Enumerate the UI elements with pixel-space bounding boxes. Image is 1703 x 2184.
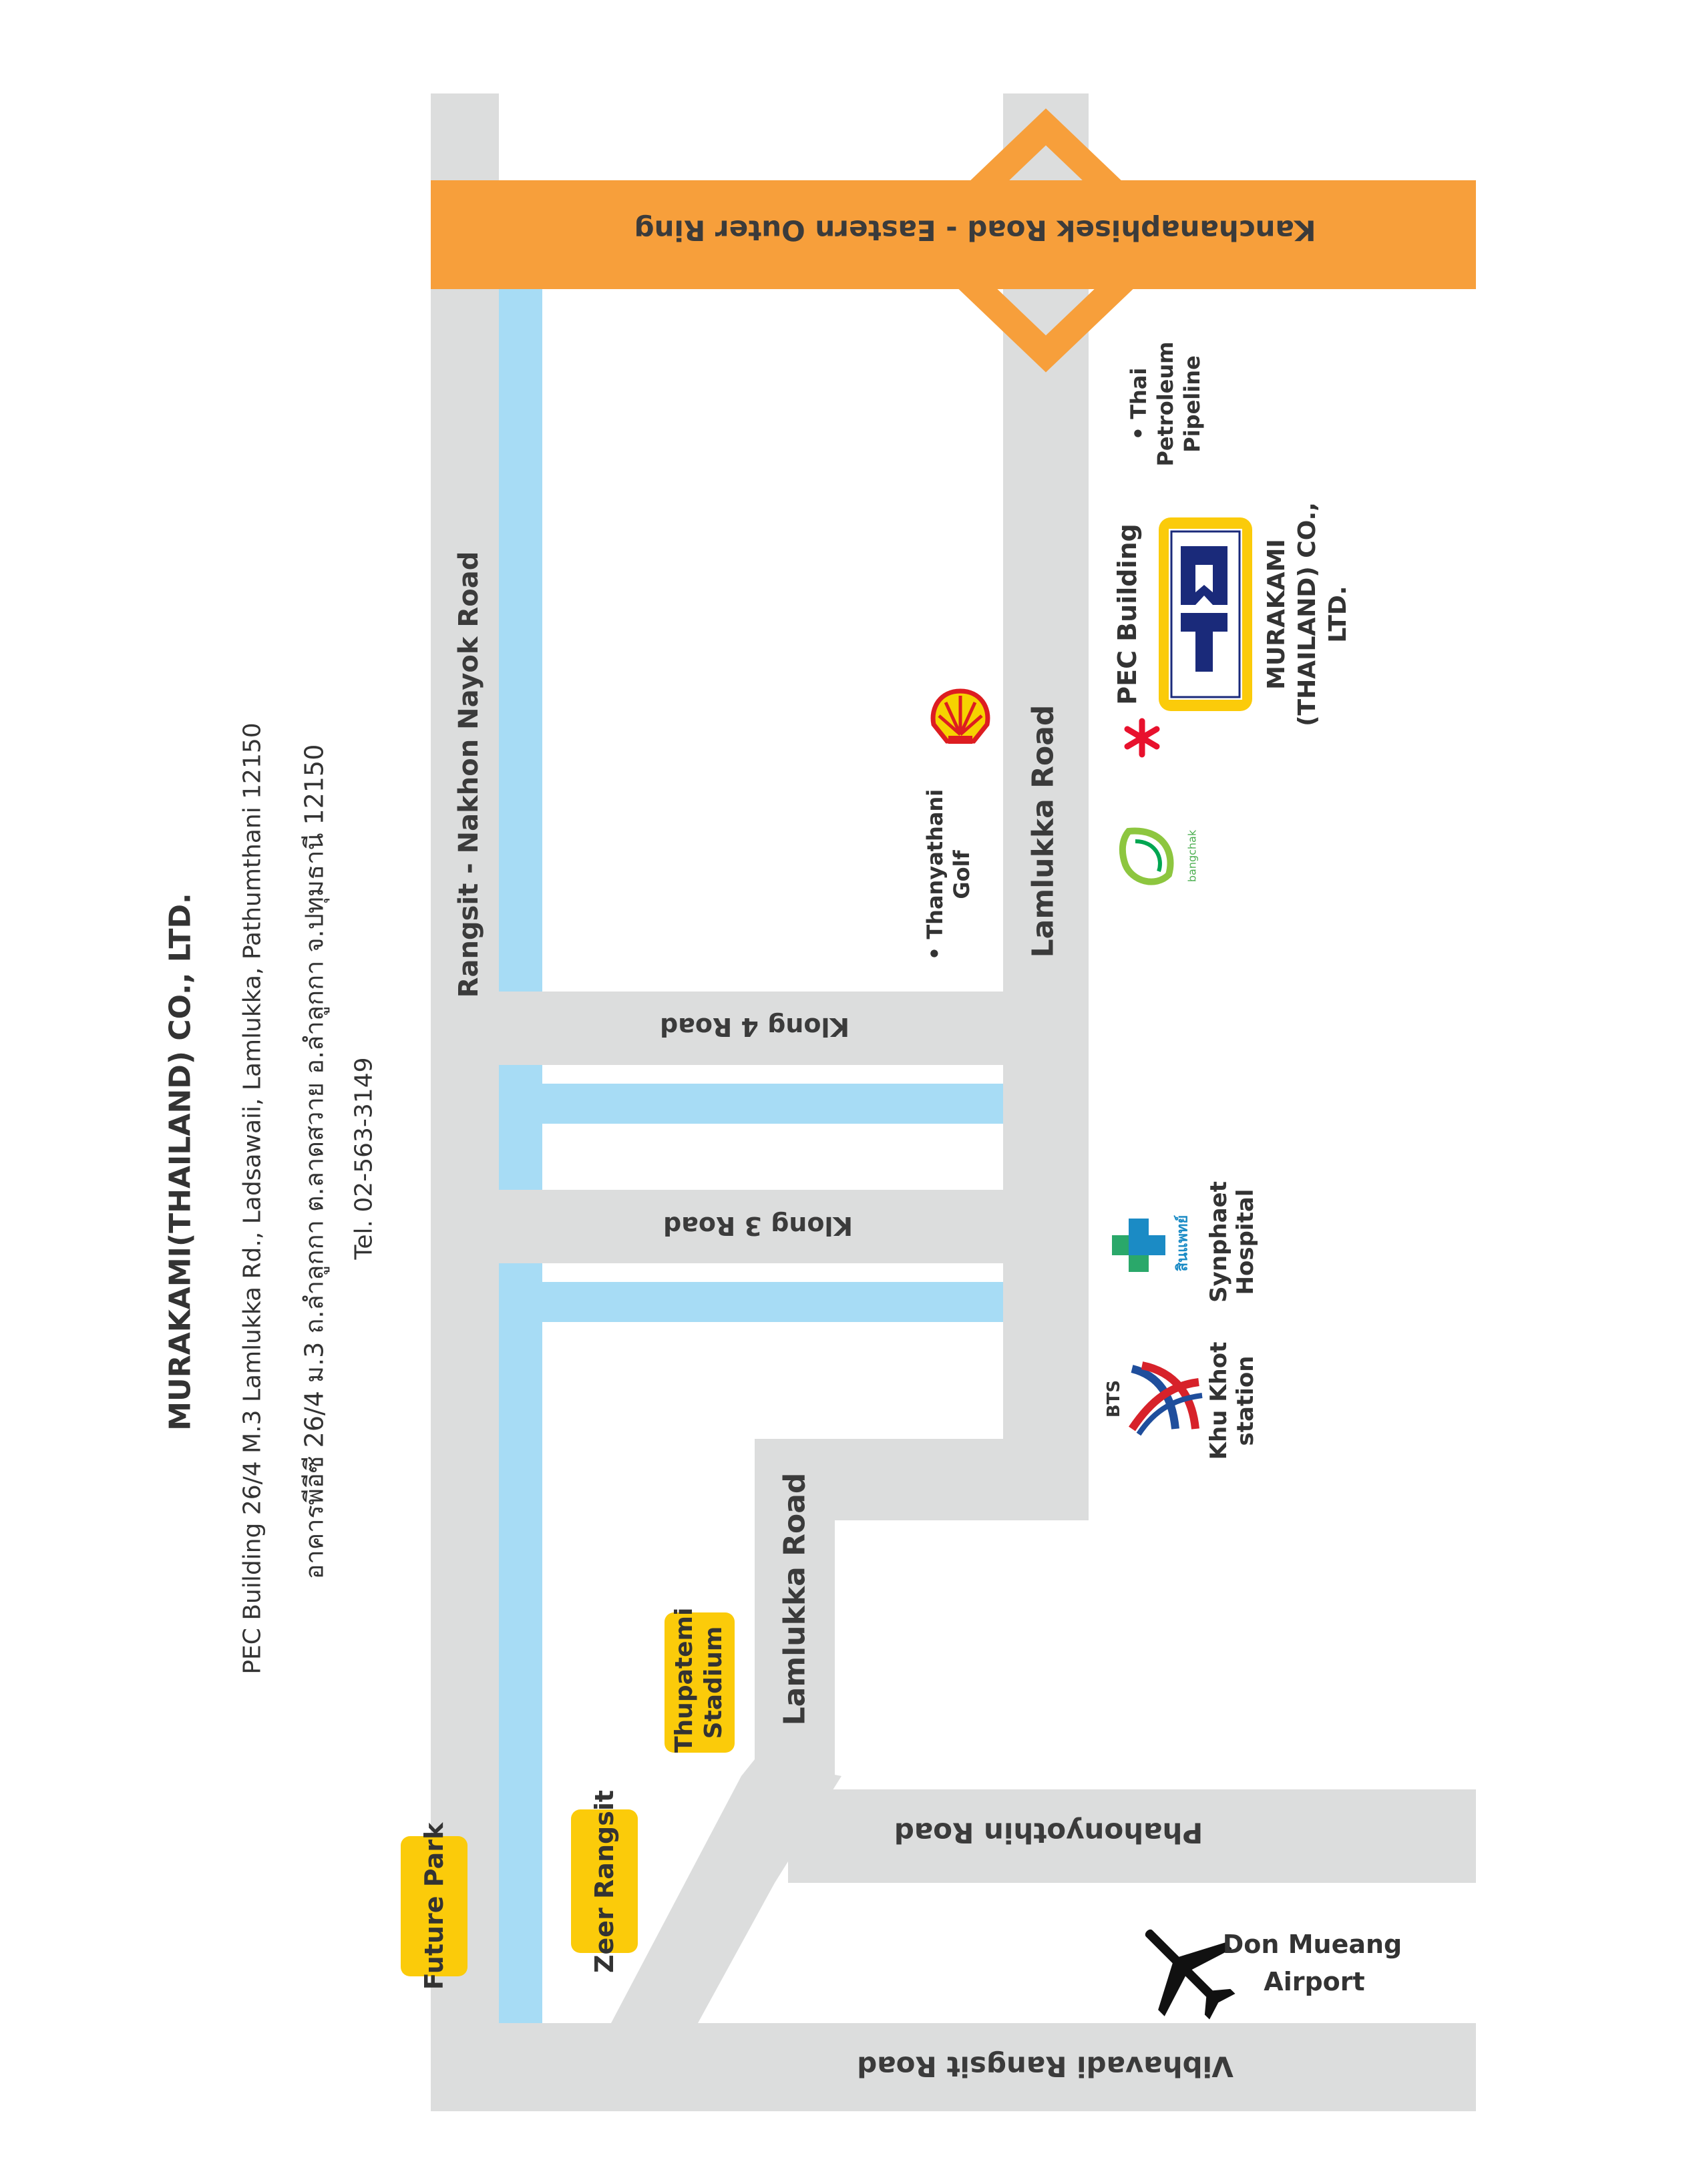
khu-khot-label: Khu Khot station <box>1205 1341 1259 1460</box>
canal-vertical-mid <box>499 1065 542 1190</box>
zeer-rangsit-tag <box>571 1809 638 1953</box>
thupatemi-tag <box>665 1612 735 1753</box>
phahonyothin-label: Phahonyothin Road <box>894 1816 1203 1849</box>
lamlukka-road-lower <box>755 1439 835 1776</box>
synphaet-thai-text: สินแพทย์ <box>1174 1215 1191 1272</box>
rangsit-road-label: Rangsit - Nakhon Nayok Road <box>453 551 484 998</box>
bts-logo-icon <box>1129 1361 1203 1436</box>
kanchanaphisek-road <box>431 180 1476 289</box>
canal-vertical-bottom <box>499 1263 542 2023</box>
thupatemi-label: Thupatemi Stadium <box>671 1607 727 1753</box>
pipeline-bullet: • <box>1126 419 1151 441</box>
asterisk-marker-icon <box>1124 718 1160 758</box>
thanyathani-golf-label: • Thanyathani Golf <box>922 781 975 968</box>
synphaet-label: Synphaet Hospital <box>1205 1181 1259 1303</box>
pipeline-text: Thai Petroleum Pipeline <box>1126 341 1205 467</box>
klong-4-label: Klong 4 Road <box>660 1012 849 1042</box>
vibhavadi-rangsit-road <box>431 2023 1476 2111</box>
bangchak-logo-icon <box>1119 827 1174 885</box>
future-park-tag <box>401 1836 467 1976</box>
canal-vertical-top <box>499 287 542 992</box>
klong-3-road <box>498 1190 1003 1263</box>
future-park-label: Future Park <box>419 1822 449 1990</box>
airport-line2: Airport <box>1264 1967 1365 1996</box>
klong-4-road <box>498 992 1003 1065</box>
ring-road-label: Kanchanaphisek Road - Eastern Outer Ring <box>634 214 1316 247</box>
lamlukka-upper-label: Lamlukka Road <box>1026 704 1061 958</box>
murakami-logo-icon <box>1169 529 1242 700</box>
pipeline-label: • Thai Petroleum Pipeline <box>1125 304 1205 504</box>
rangsit-nakhon-nayok-road <box>431 93 499 2023</box>
bts-text: BTS <box>1104 1379 1124 1418</box>
airport-line1: Don Mueang <box>1222 1930 1402 1959</box>
airplane-icon <box>1145 1929 1236 2020</box>
canal-horizontal-upper <box>542 1084 1003 1124</box>
zeer-rangsit-label: Zeer Rangsit <box>590 1789 619 1974</box>
canal-horizontal-lower <box>542 1282 1003 1322</box>
thanyathani-text: Thanyathani Golf <box>922 789 974 939</box>
phahonyothin-road <box>788 1789 1476 1883</box>
shell-logo-icon <box>930 688 990 744</box>
vibhavadi-label: Vibhavadi Rangsit Road <box>857 2050 1234 2083</box>
synphaet-logo-icon <box>1112 1219 1165 1272</box>
klong-3-label: Klong 3 Road <box>663 1211 853 1241</box>
pec-building-label: PEC Building <box>1113 523 1142 705</box>
murakami-label: MURAKAMI (THAILAND) CO., LTD. <box>1263 502 1352 726</box>
bangchak-text: bangchak <box>1185 829 1199 883</box>
lamlukka-lower-label: Lamlukka Road <box>777 1472 812 1726</box>
thanyathani-bullet: • <box>922 939 948 961</box>
